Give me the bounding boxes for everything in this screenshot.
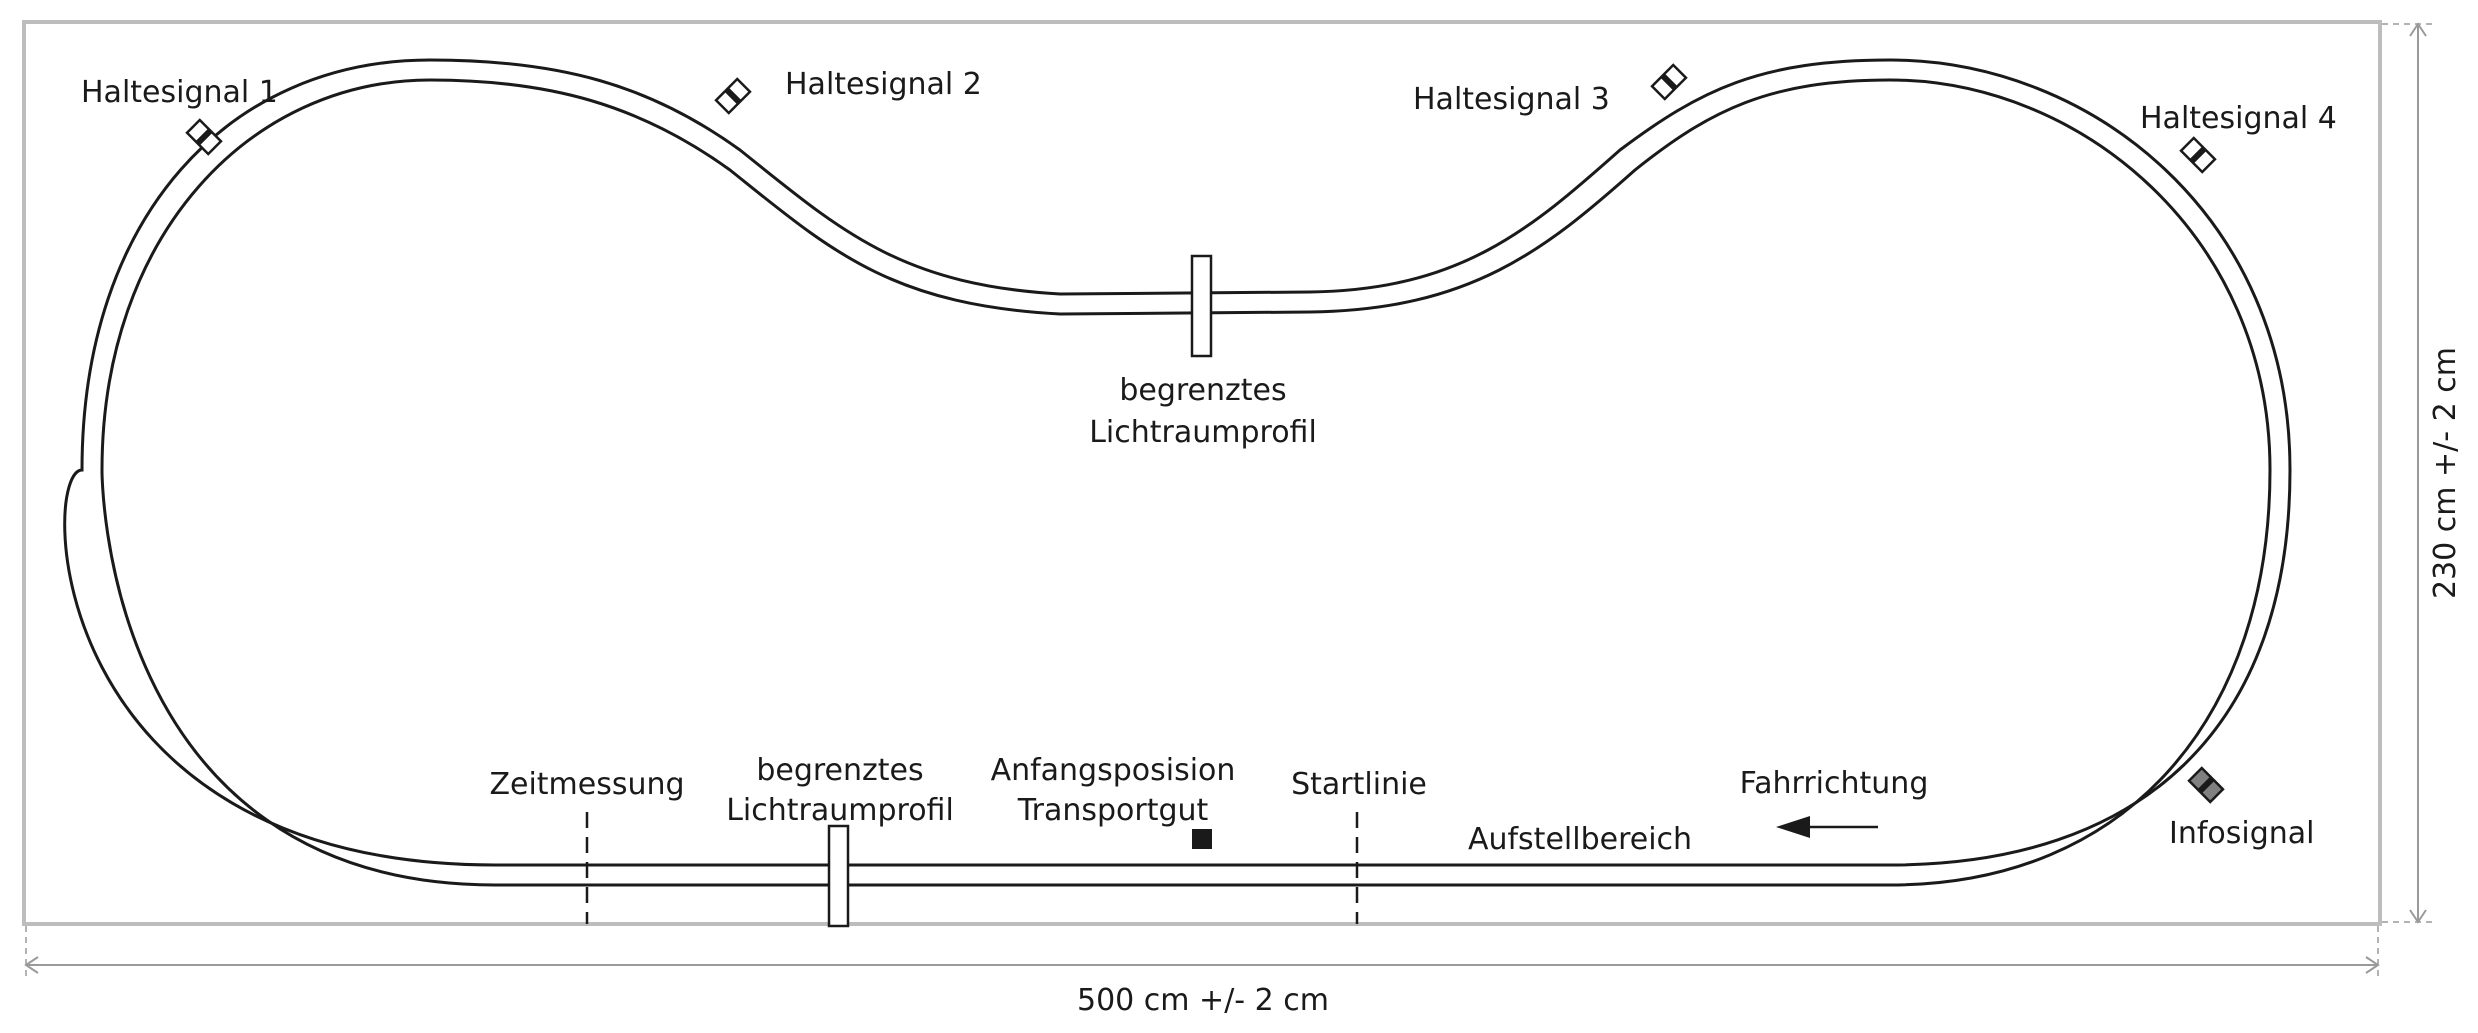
- clearance-bottom-label-line2: Lichtraumprofil: [726, 793, 954, 828]
- clearance-top-label-line1: begrenztes: [1119, 373, 1286, 408]
- clearance-profile-bottom: [827, 824, 850, 928]
- haltesignal-1-icon: [185, 118, 223, 156]
- aufstellbereich-label: Aufstellbereich: [1468, 822, 1692, 857]
- haltesignal-4-icon: [2179, 136, 2217, 174]
- transportgut-start-marker: [1192, 829, 1212, 849]
- haltesignal-2-icon: [714, 77, 752, 115]
- haltesignal-3-icon: [1650, 63, 1688, 101]
- zeitmessung-label: Zeitmessung: [489, 767, 684, 802]
- track-inner-rail: [100, 78, 2272, 887]
- fahrrichtung-arrow-head-icon: [1776, 816, 1810, 838]
- clearance-profile-top: [1190, 254, 1213, 358]
- haltesignal-1-label: Haltesignal 1: [81, 75, 278, 110]
- width-dimension-label: 500 cm +/- 2 cm: [1077, 983, 1329, 1018]
- board-frame: [22, 20, 2382, 926]
- clearance-bottom-label-line1: begrenztes: [756, 753, 923, 788]
- anfangsposition-label-line2: Transportgut: [1017, 793, 1209, 828]
- haltesignal-2-label: Haltesignal 2: [785, 67, 982, 102]
- infosignal-icon: [2187, 766, 2225, 804]
- fahrrichtung-label: Fahrrichtung: [1740, 766, 1929, 801]
- anfangsposition-label-line1: Anfangsposision: [991, 753, 1236, 788]
- height-dimension-label: 230 cm +/- 2 cm: [2428, 347, 2463, 599]
- infosignal-label: Infosignal: [2169, 816, 2315, 851]
- clearance-top-label-line2: Lichtraumprofil: [1089, 415, 1317, 450]
- haltesignal-3-label: Haltesignal 3: [1413, 82, 1610, 117]
- haltesignal-4-label: Haltesignal 4: [2140, 101, 2337, 136]
- track-outer-rail: [63, 58, 2292, 867]
- startlinie-label: Startlinie: [1291, 767, 1427, 802]
